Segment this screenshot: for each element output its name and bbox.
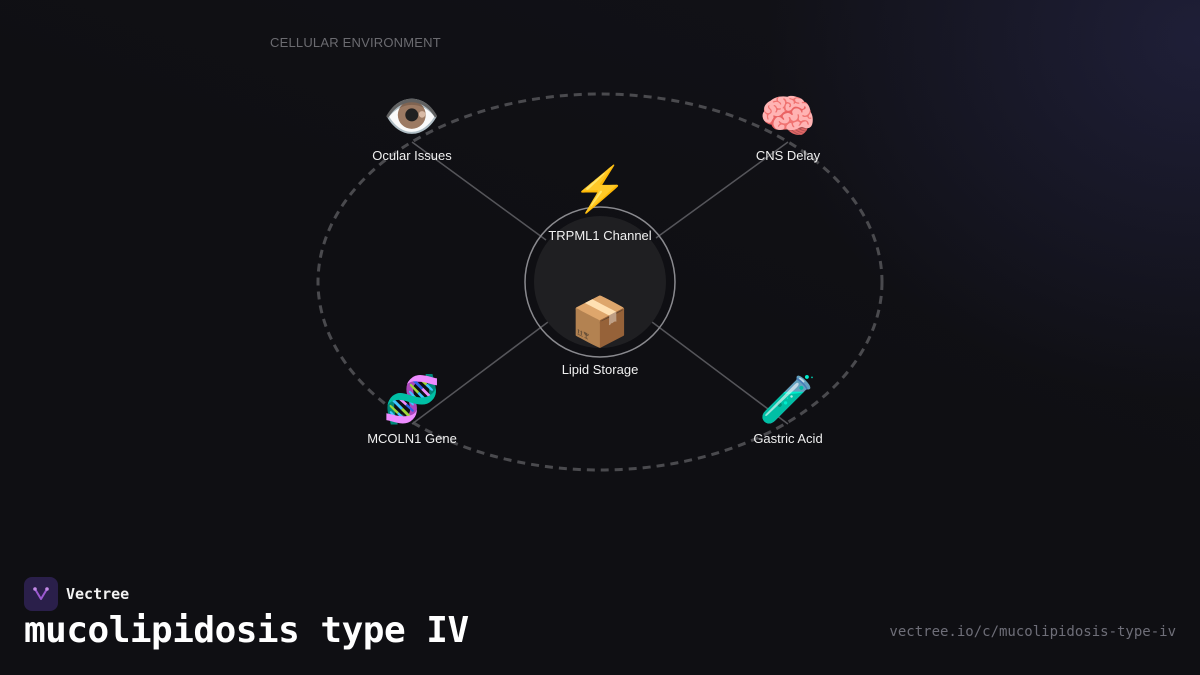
test-tube-icon: 🧪 xyxy=(759,373,817,425)
lightning-icon: ⚡ xyxy=(572,165,628,214)
trpml1-channel-label: TRPML1 Channel xyxy=(548,228,652,243)
ocular-issues-label: Ocular Issues xyxy=(372,148,452,163)
page-title: mucolipidosis type IV xyxy=(24,610,469,651)
dna-icon: 🧬 xyxy=(383,373,441,425)
ocular-issues-node: 👁️ Ocular Issues xyxy=(372,90,451,163)
cns-delay-label: CNS Delay xyxy=(755,148,821,163)
cell-boundary xyxy=(316,92,884,472)
eye-icon: 👁️ xyxy=(383,90,441,142)
cns-delay-node: 🧠 CNS Delay xyxy=(756,90,820,163)
lipid-storage-node: 📦 Lipid Storage xyxy=(562,296,639,377)
environment-label: CELLULAR ENVIRONMENT xyxy=(270,35,441,50)
package-icon: 📦 xyxy=(570,296,630,349)
vectree-logo-icon xyxy=(24,577,58,611)
brand-name: Vectree xyxy=(66,585,130,603)
connector-top-right xyxy=(655,141,789,239)
page-url: vectree.io/c/mucolipidosis-type-iv xyxy=(889,624,1176,640)
lipid-storage-label: Lipid Storage xyxy=(561,362,639,377)
brand: Vectree xyxy=(24,577,129,611)
trpml1-channel-node: ⚡ TRPML1 Channel xyxy=(548,162,651,243)
center-core xyxy=(534,216,666,348)
mcoln1-gene-node: 🧬 MCOLN1 Gene xyxy=(367,373,457,446)
connector-top-left xyxy=(411,141,547,241)
connector-bottom-right xyxy=(651,321,789,425)
brain-icon: 🧠 xyxy=(759,90,817,142)
mcoln1-gene-label: MCOLN1 Gene xyxy=(367,431,457,446)
center-ring xyxy=(524,206,676,358)
gastric-acid-node: 🧪 Gastric Acid xyxy=(753,373,822,446)
gastric-acid-label: Gastric Acid xyxy=(753,431,823,446)
connector-bottom-left xyxy=(411,321,549,425)
